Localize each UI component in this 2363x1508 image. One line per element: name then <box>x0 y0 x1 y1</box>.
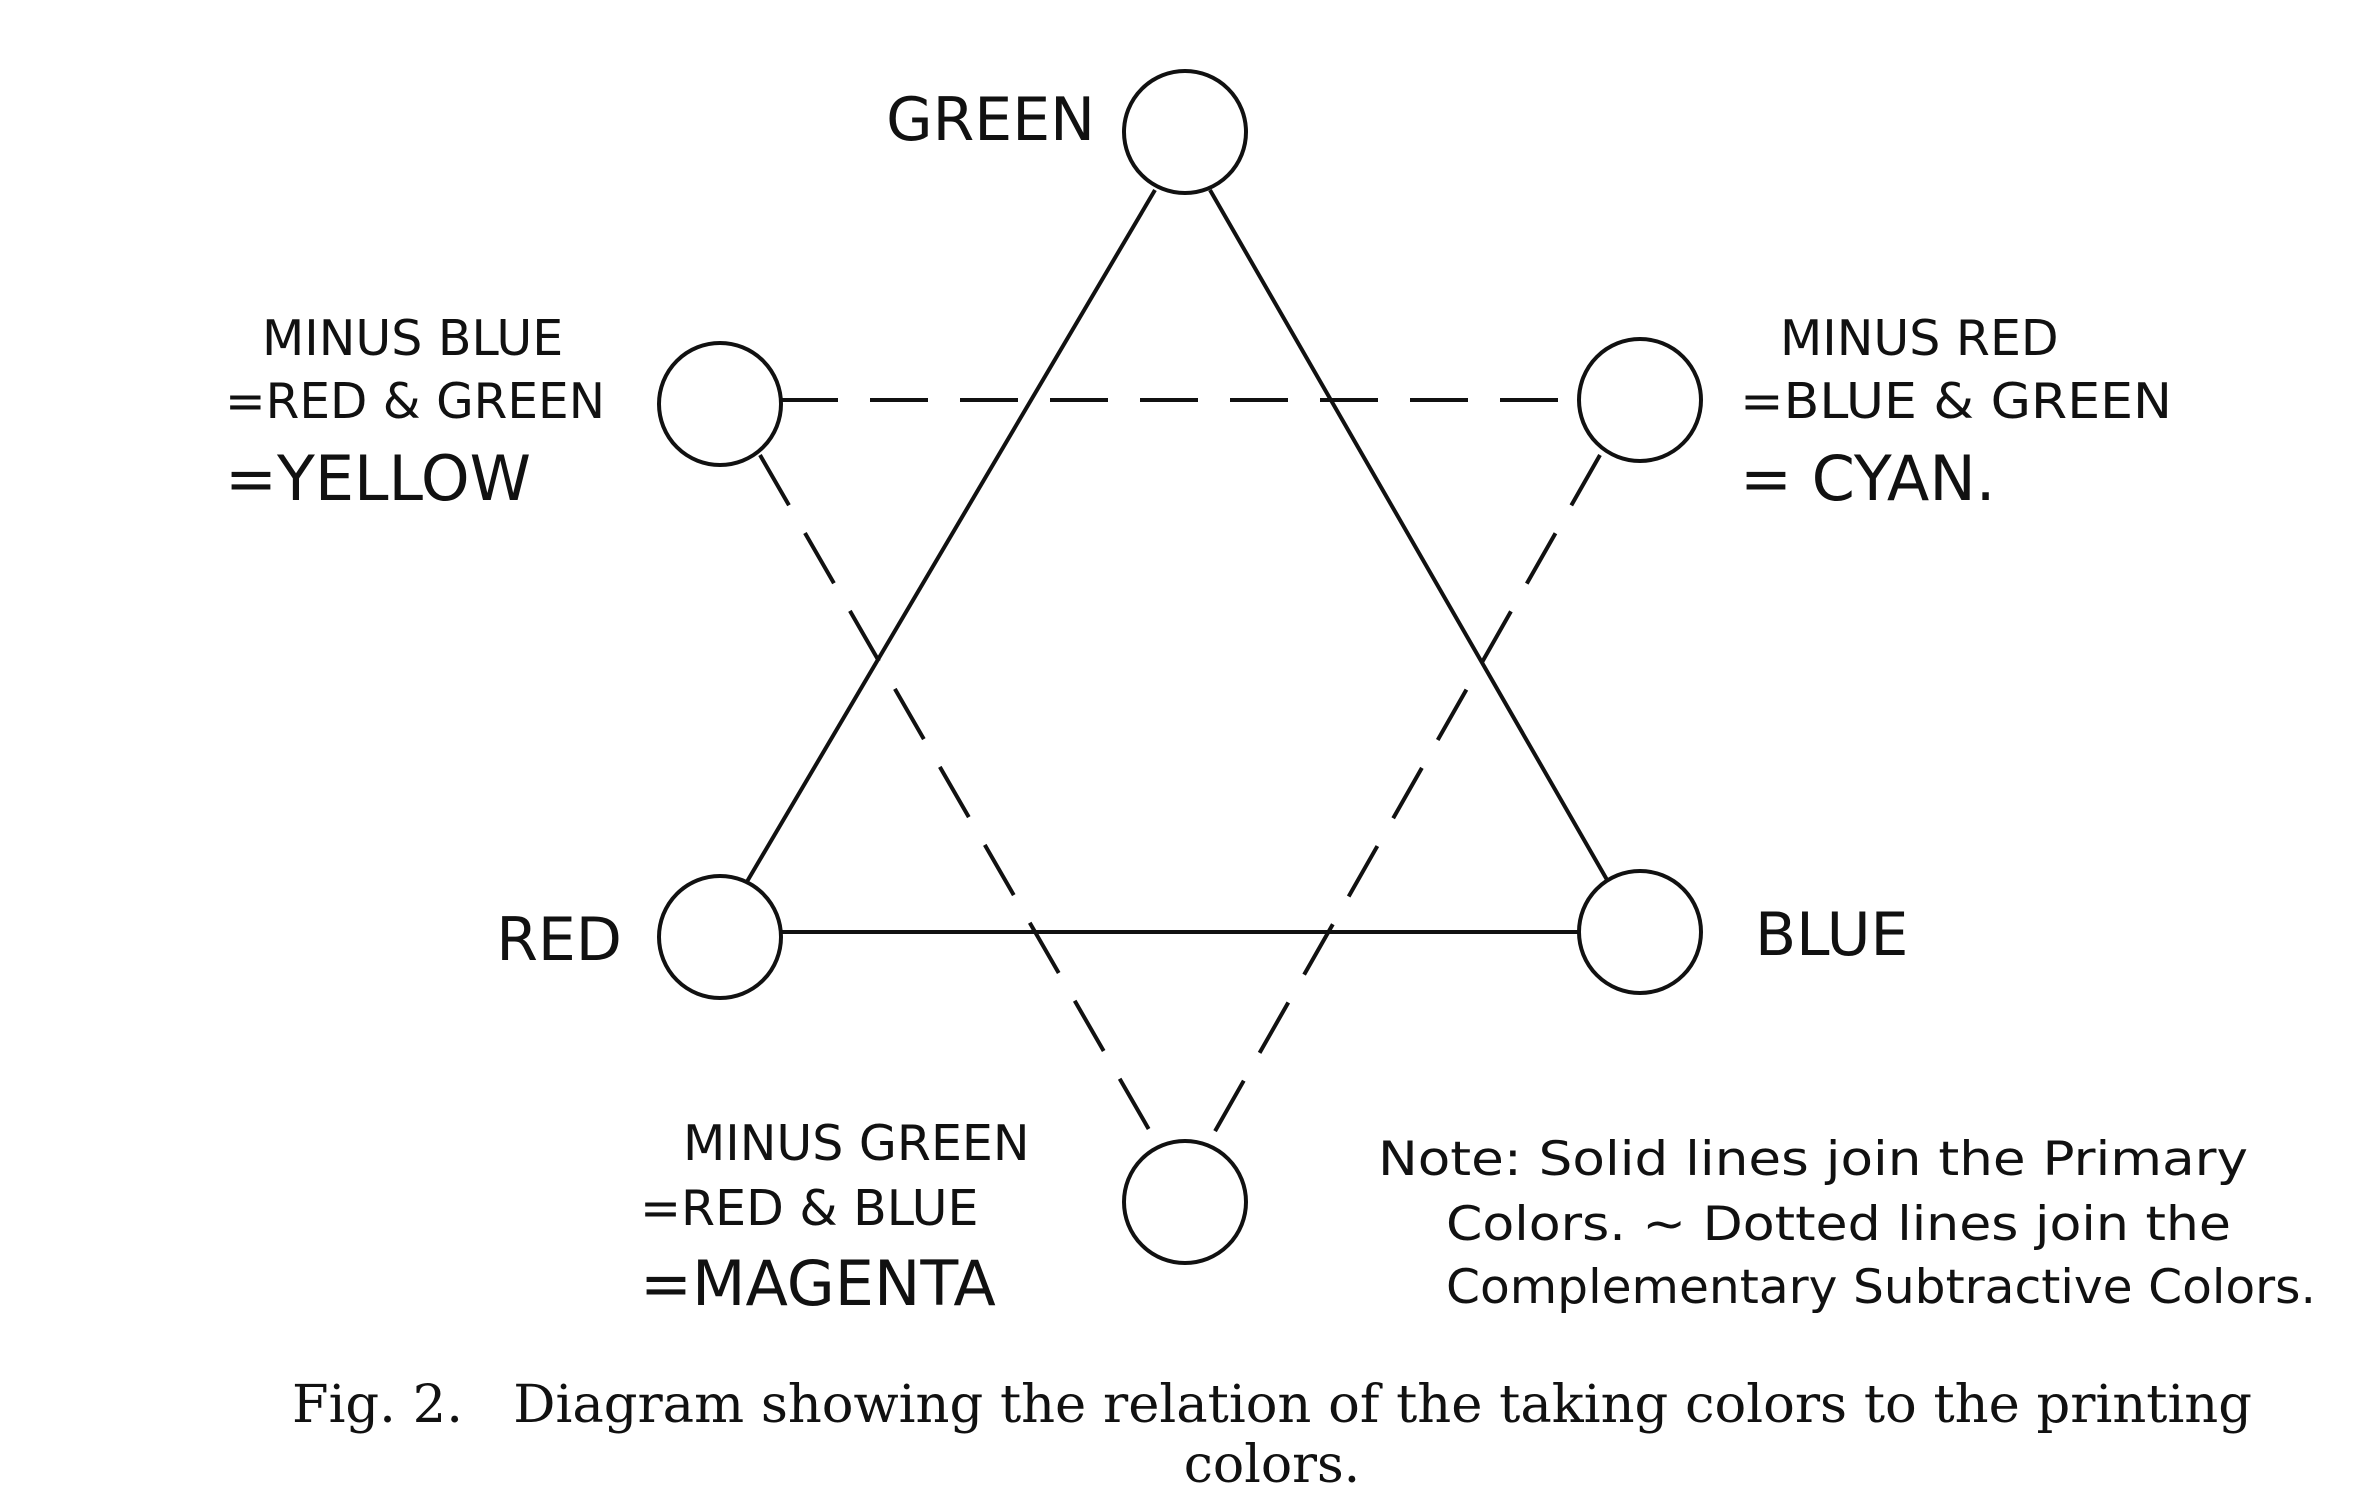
caption-line2: colors. <box>1184 1435 1360 1495</box>
label-cyan-line3: = CYAN. <box>1740 442 1995 515</box>
label-green: GREEN <box>886 85 1095 155</box>
dashed-line-yellow-magenta <box>758 454 1157 1141</box>
label-cyan-line2: =BLUE & GREEN <box>1740 373 2172 430</box>
label-magenta-line1: MINUS GREEN <box>683 1115 1030 1172</box>
node-magenta <box>1122 1139 1248 1265</box>
node-green <box>1122 69 1248 195</box>
note-line1: Note: Solid lines join the Primary <box>1378 1132 2248 1187</box>
label-magenta-line3: =MAGENTA <box>640 1247 996 1320</box>
node-cyan <box>1577 337 1703 463</box>
note-line3: Complementary Subtractive Colors. <box>1446 1260 2316 1315</box>
label-yellow-line2: =RED & GREEN <box>225 373 605 430</box>
solid-line-green-blue <box>1208 189 1612 886</box>
label-yellow-line3: =YELLOW <box>225 442 531 515</box>
dashed-line-cyan-magenta <box>1208 454 1602 1141</box>
label-magenta-line2: =RED & BLUE <box>640 1180 978 1237</box>
note-line2: Colors. ~ Dotted lines join the <box>1446 1197 2231 1252</box>
label-yellow-line1: MINUS BLUE <box>262 310 563 367</box>
caption-line1: Fig. 2. Diagram showing the relation of … <box>292 1375 2252 1435</box>
node-blue <box>1577 869 1703 995</box>
label-blue: BLUE <box>1755 900 1908 970</box>
node-yellow <box>657 341 783 467</box>
label-cyan-line1: MINUS RED <box>1780 310 2059 367</box>
node-red <box>657 874 783 1000</box>
solid-line-green-red <box>743 188 1157 887</box>
label-red: RED <box>496 905 622 975</box>
